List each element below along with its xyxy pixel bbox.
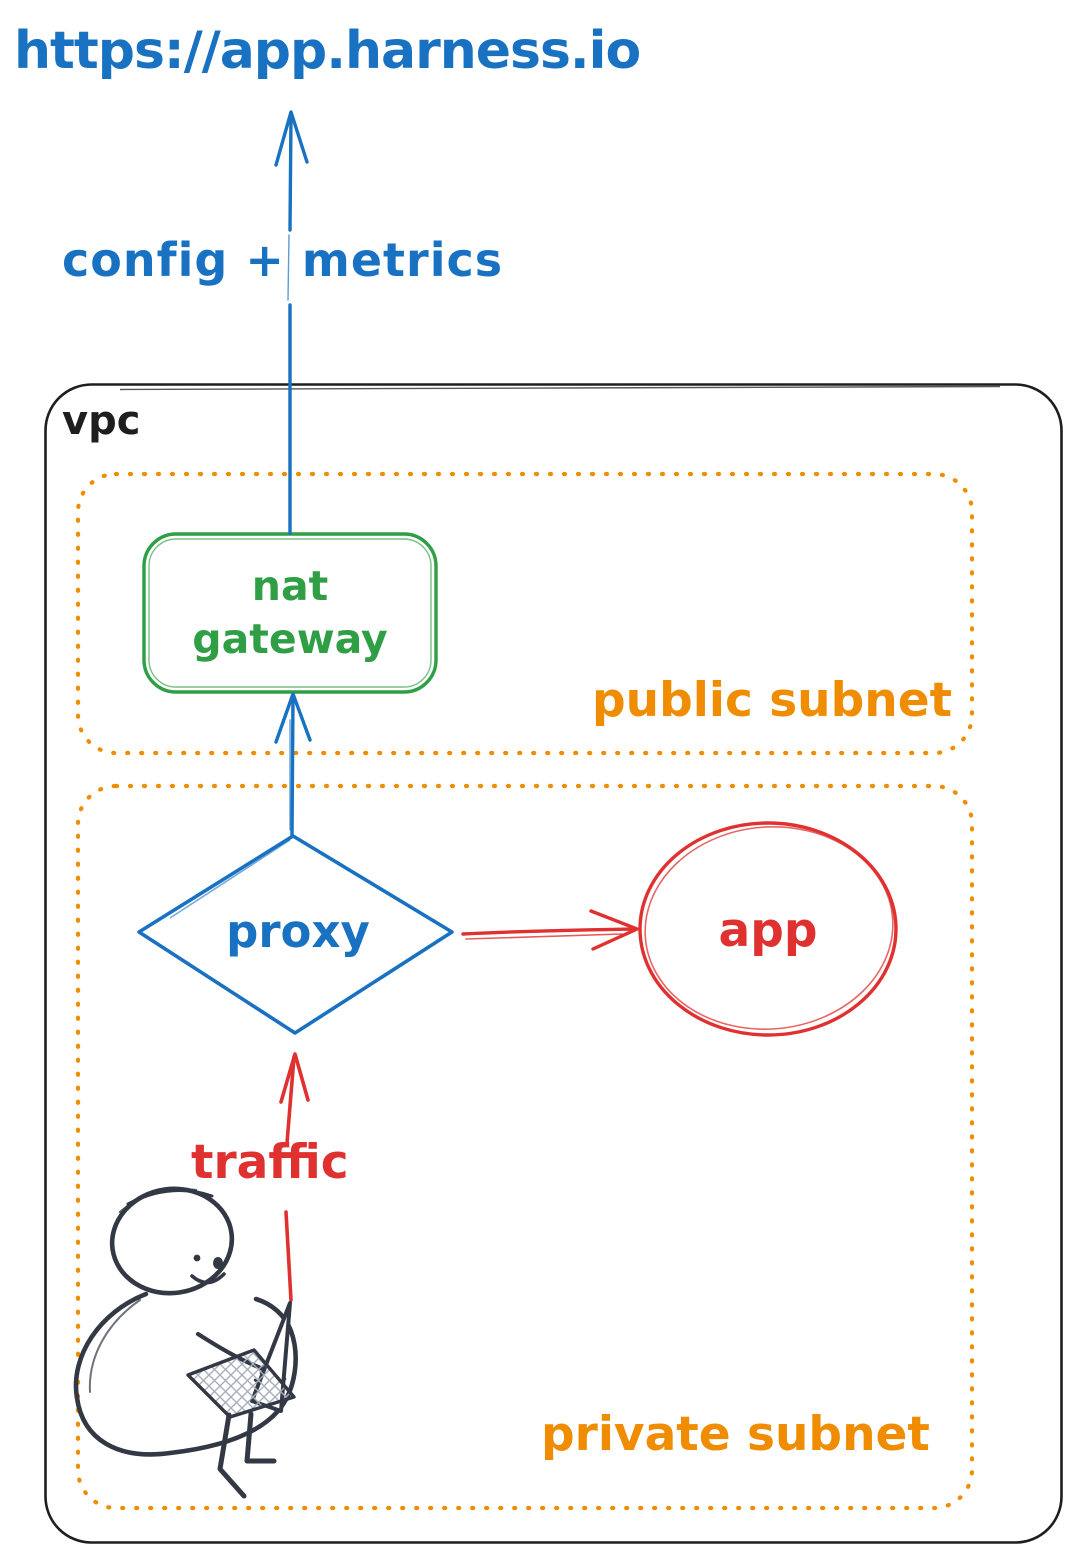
proxy-diamond-overdraw	[169, 839, 291, 919]
proxy-to-app-arrow	[461, 909, 639, 951]
config-metrics-arrow	[274, 110, 309, 535]
app-ellipse-overdraw	[644, 826, 894, 1030]
url-label: https://app.harness.io	[14, 21, 641, 81]
nat-gateway-label-line1: nat	[251, 561, 329, 610]
config-metrics-label: config + metrics	[62, 233, 504, 287]
app-ellipse	[638, 821, 898, 1037]
proxy-to-nat-arrow	[274, 692, 312, 837]
vpc-box-overdraw	[119, 385, 1001, 391]
vpc-box	[44, 383, 1063, 1544]
proxy-label: proxy	[226, 905, 370, 958]
private-subnet-label: private subnet	[541, 1407, 930, 1462]
nat-gateway-label: nat gateway	[144, 534, 436, 692]
nat-gateway-box-overdraw	[148, 538, 432, 688]
traffic-label: traffic	[191, 1135, 349, 1190]
public-subnet-box	[75, 471, 975, 756]
traffic-arrow	[279, 1052, 310, 1302]
nat-gateway-label-line2: gateway	[192, 615, 388, 663]
vpc-label: vpc	[62, 398, 141, 444]
app-label: app	[718, 903, 818, 958]
person-with-laptop-figure	[73, 1186, 298, 1499]
proxy-diamond	[137, 834, 454, 1035]
private-subnet-box	[75, 783, 975, 1511]
public-subnet-label: public subnet	[592, 673, 953, 728]
